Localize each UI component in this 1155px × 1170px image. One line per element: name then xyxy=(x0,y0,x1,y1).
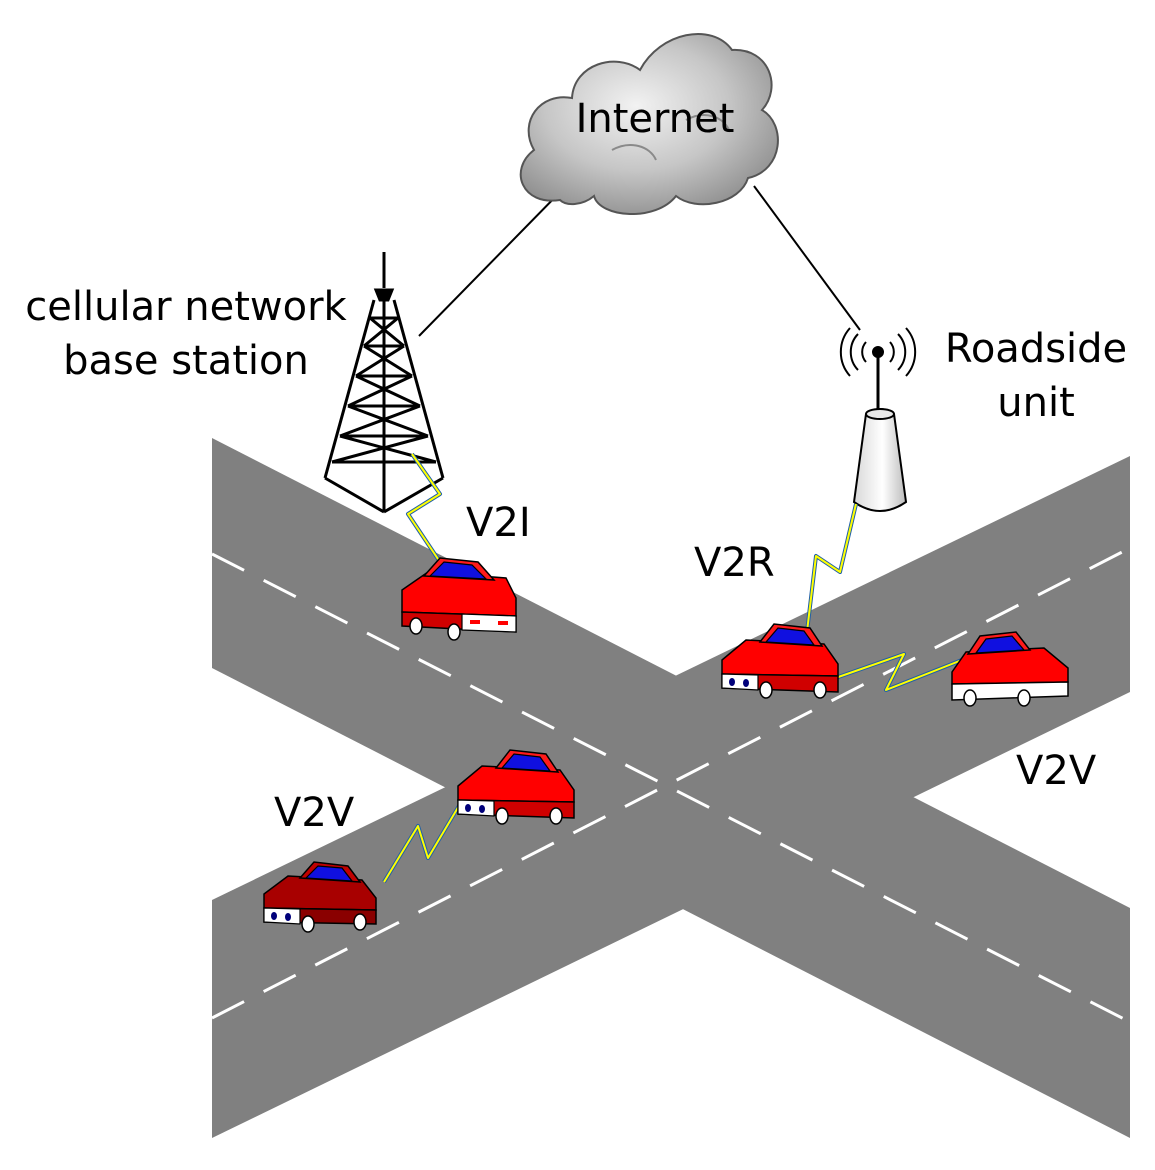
v2v-label-right: V2V xyxy=(1016,748,1097,794)
cloud-icon xyxy=(519,33,779,215)
base-station-label-line1: cellular network xyxy=(25,284,347,330)
lightning-icon xyxy=(406,452,454,582)
cell-tower-icon xyxy=(323,252,445,514)
internet-label: Internet xyxy=(576,96,735,142)
lightning-icon xyxy=(823,652,973,692)
link-cloud-base-station xyxy=(418,185,567,337)
roadside-unit-label-line2: unit xyxy=(997,380,1075,426)
v2i-label: V2I xyxy=(466,500,531,546)
antenna-signal-icon xyxy=(839,327,917,412)
link-cloud-roadside-unit xyxy=(753,185,861,331)
lightning-icon xyxy=(804,503,858,641)
v2v-label-left: V2V xyxy=(274,790,355,836)
v2r-label: V2R xyxy=(694,540,775,586)
road-ascending xyxy=(212,456,1130,1138)
lightning-icon xyxy=(382,792,468,884)
base-station-label-line2: base station xyxy=(63,338,309,384)
roadside-unit-label-line1: Roadside xyxy=(945,326,1127,372)
road-intersection xyxy=(211,438,1131,1138)
roadside-unit-icon xyxy=(852,408,908,512)
